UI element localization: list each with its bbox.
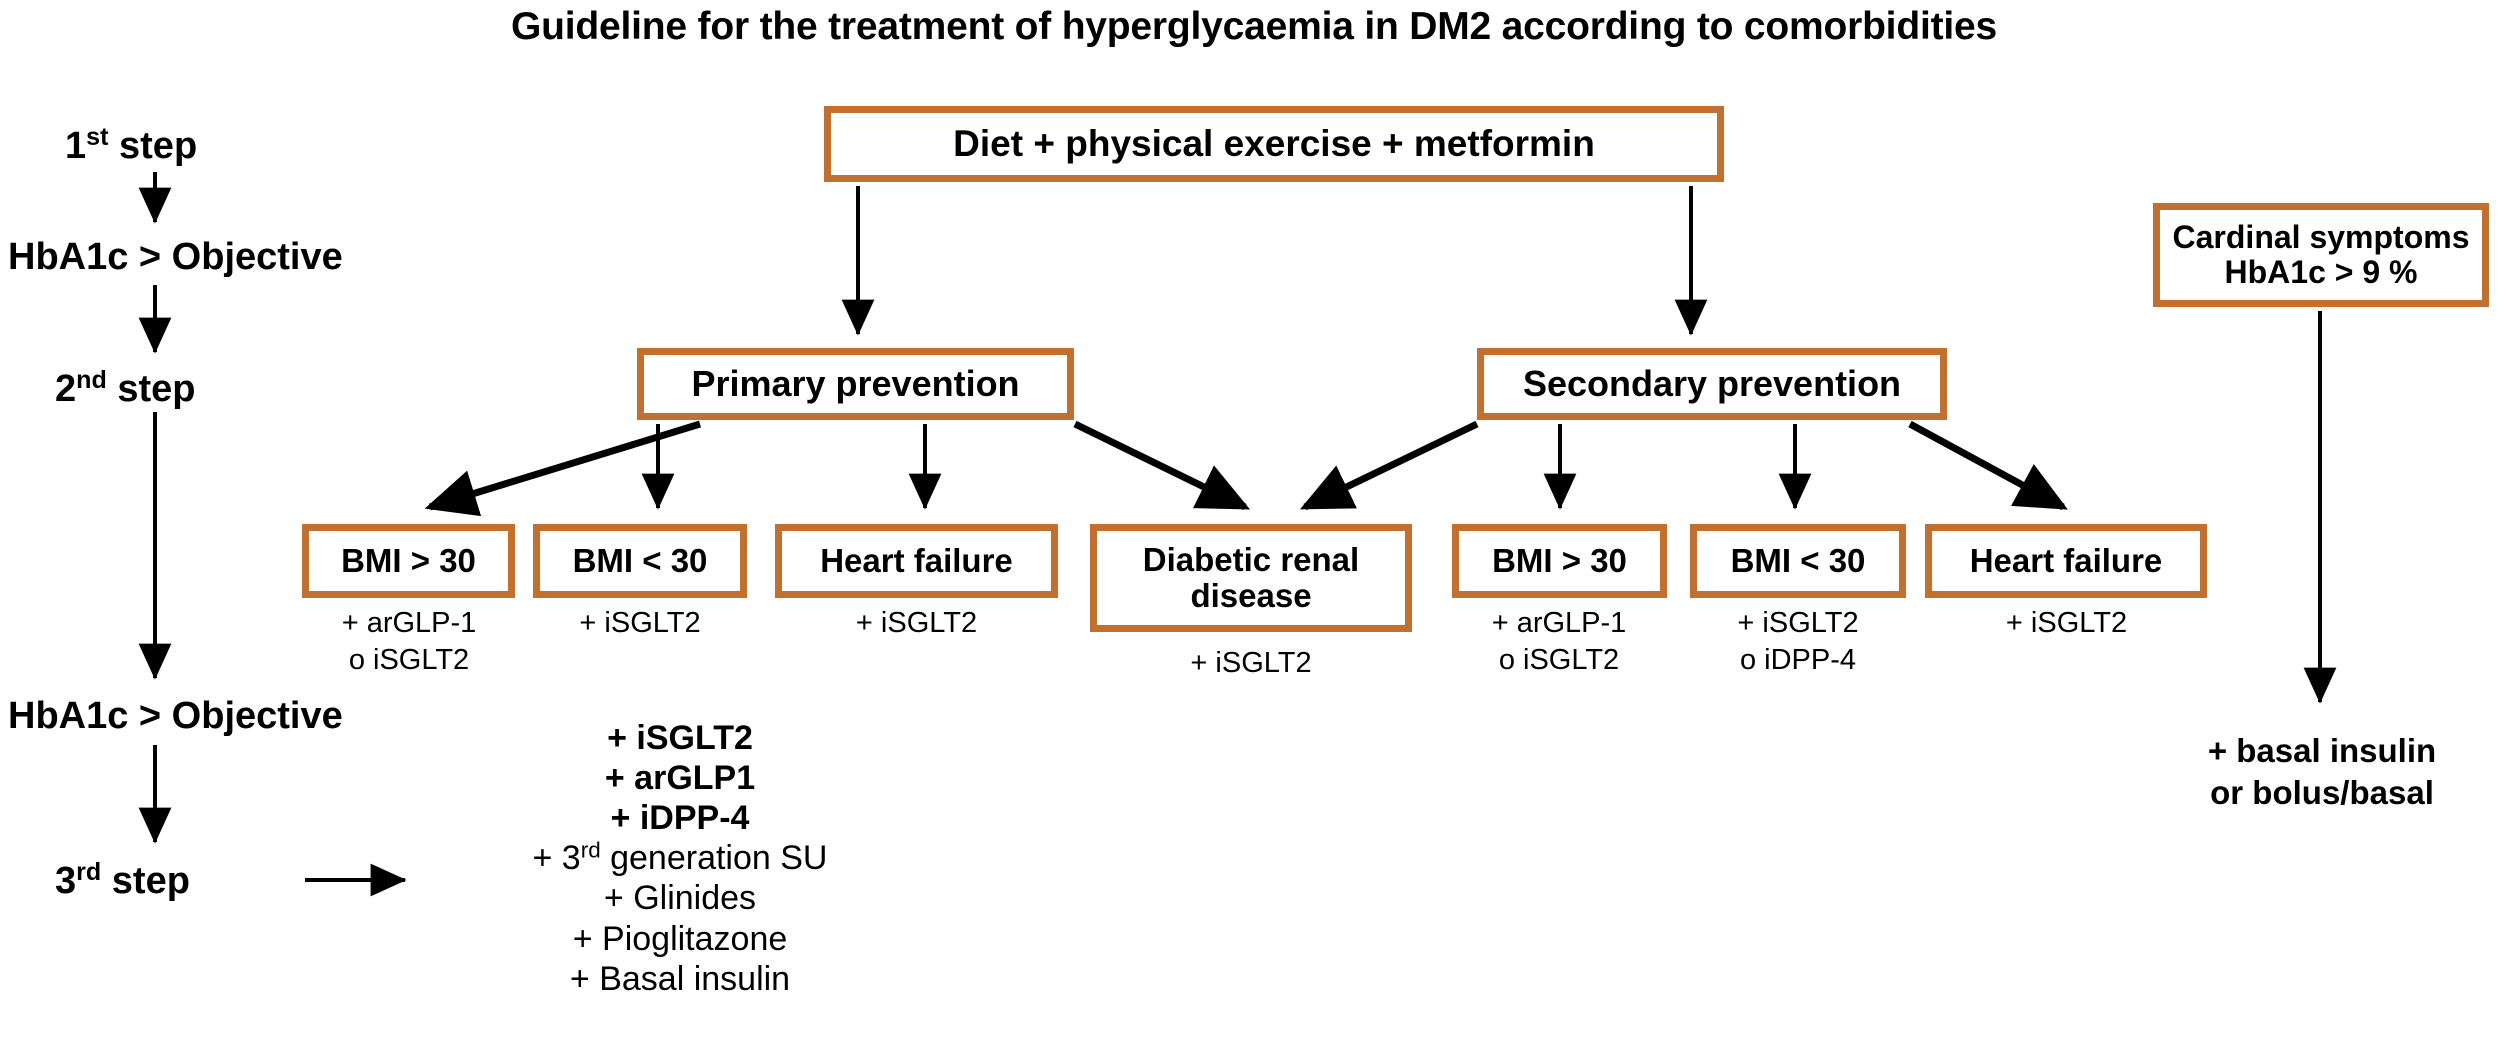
drug-line: + iSGLT2	[2005, 607, 2128, 639]
node-secondary-heart-failure[interactable]: Heart failure	[1925, 524, 2207, 598]
step-1-ordinal: 1	[65, 125, 87, 167]
drug-line: + iSGLT2	[579, 607, 701, 639]
step-2-label: 2nd step	[55, 365, 196, 411]
node-primary-prevention[interactable]: Primary prevention	[637, 348, 1074, 420]
step-3-word: step	[111, 860, 190, 902]
drug-line: + iSGLT2	[1737, 607, 1859, 639]
step-3-ordinal-suffix: rd	[76, 857, 102, 886]
third-step-drug: + iSGLT2	[607, 719, 753, 757]
node-diabetic-renal-disease[interactable]: Diabetic renal disease	[1090, 524, 1412, 632]
drug-line: + iSGLT2	[855, 607, 978, 639]
node-secondary-prevention[interactable]: Secondary prevention	[1477, 348, 1947, 420]
drugs-primary-heart-failure: + iSGLT2	[760, 605, 1073, 642]
drug-line: o iDPP-4	[1739, 644, 1857, 677]
drug-line: + iSGLT2	[1190, 647, 1312, 679]
drugs-primary-bmi-under-30: + iSGLT2	[515, 605, 765, 642]
cardinal-outcome-line-1: + basal insulin	[2207, 732, 2437, 769]
drug-line: + arGLP-1	[341, 607, 477, 639]
drugs-secondary-heart-failure: + iSGLT2	[1910, 605, 2223, 642]
third-step-drug: + Pioglitazone	[572, 919, 788, 958]
hba1c-objective-second: HbA1c > Objective	[8, 695, 343, 737]
step-2-ordinal-suffix: nd	[76, 365, 107, 394]
renal-line-2: disease	[1190, 577, 1312, 614]
drugs-secondary-bmi-over-30: + arGLP-1 o iSGLT2	[1428, 605, 1690, 679]
su-prefix: + 3	[532, 839, 581, 878]
step-1-ordinal-suffix: st	[86, 122, 109, 151]
hba1c-objective-first: HbA1c > Objective	[8, 236, 343, 278]
third-step-drug-list: + iSGLT2 + arGLP1 + iDPP-4 + 3rd generat…	[430, 718, 930, 999]
third-step-drug: + iDPP-4	[610, 799, 750, 838]
step-1-word: step	[119, 125, 198, 167]
drugs-diabetic-renal-disease: + iSGLT2	[1085, 645, 1417, 682]
node-secondary-bmi-over-30[interactable]: BMI > 30	[1452, 524, 1667, 598]
node-primary-bmi-over-30[interactable]: BMI > 30	[302, 524, 515, 598]
drug-line: o iSGLT2	[1498, 644, 1620, 677]
third-step-drug: + Basal insulin	[569, 959, 791, 998]
node-diet-exercise-metformin[interactable]: Diet + physical exercise + metformin	[824, 106, 1724, 182]
drugs-secondary-bmi-under-30: + iSGLT2 o iDPP-4	[1668, 605, 1928, 679]
step-3-label: 3rd step	[55, 857, 190, 903]
step-2-ordinal: 2	[55, 368, 77, 410]
drug-line: + arGLP-1	[1491, 607, 1627, 639]
page-title: Guideline for the treatment of hyperglyc…	[511, 5, 1997, 48]
third-step-drug: + Glinides	[603, 879, 757, 918]
drugs-primary-bmi-over-30: + arGLP-1 o iSGLT2	[280, 605, 538, 679]
node-cardinal-symptoms[interactable]: Cardinal symptoms HbA1c > 9 %	[2153, 203, 2489, 307]
drug-line: o iSGLT2	[348, 644, 470, 677]
third-step-drug: + arGLP1	[604, 759, 756, 798]
step-3-ordinal: 3	[55, 860, 77, 902]
step-1-label: 1st step	[65, 122, 198, 168]
cardinal-outcome-line-2: or bolus/basal	[2210, 774, 2434, 812]
node-secondary-bmi-under-30[interactable]: BMI < 30	[1690, 524, 1906, 598]
node-primary-bmi-under-30[interactable]: BMI < 30	[533, 524, 747, 598]
su-ordinal-suffix: rd	[580, 837, 601, 863]
cardinal-line-1: Cardinal symptoms	[2172, 219, 2470, 256]
third-step-drug-su: + 3rd generation SU	[430, 838, 930, 878]
step-2-word: step	[117, 368, 196, 410]
cardinal-line-2: HbA1c > 9 %	[2224, 254, 2418, 290]
node-primary-heart-failure[interactable]: Heart failure	[775, 524, 1058, 598]
renal-line-1: Diabetic renal	[1142, 541, 1360, 579]
su-rest: generation SU	[600, 839, 828, 878]
cardinal-outcome-treatment: + basal insulin or bolus/basal	[2148, 730, 2496, 814]
